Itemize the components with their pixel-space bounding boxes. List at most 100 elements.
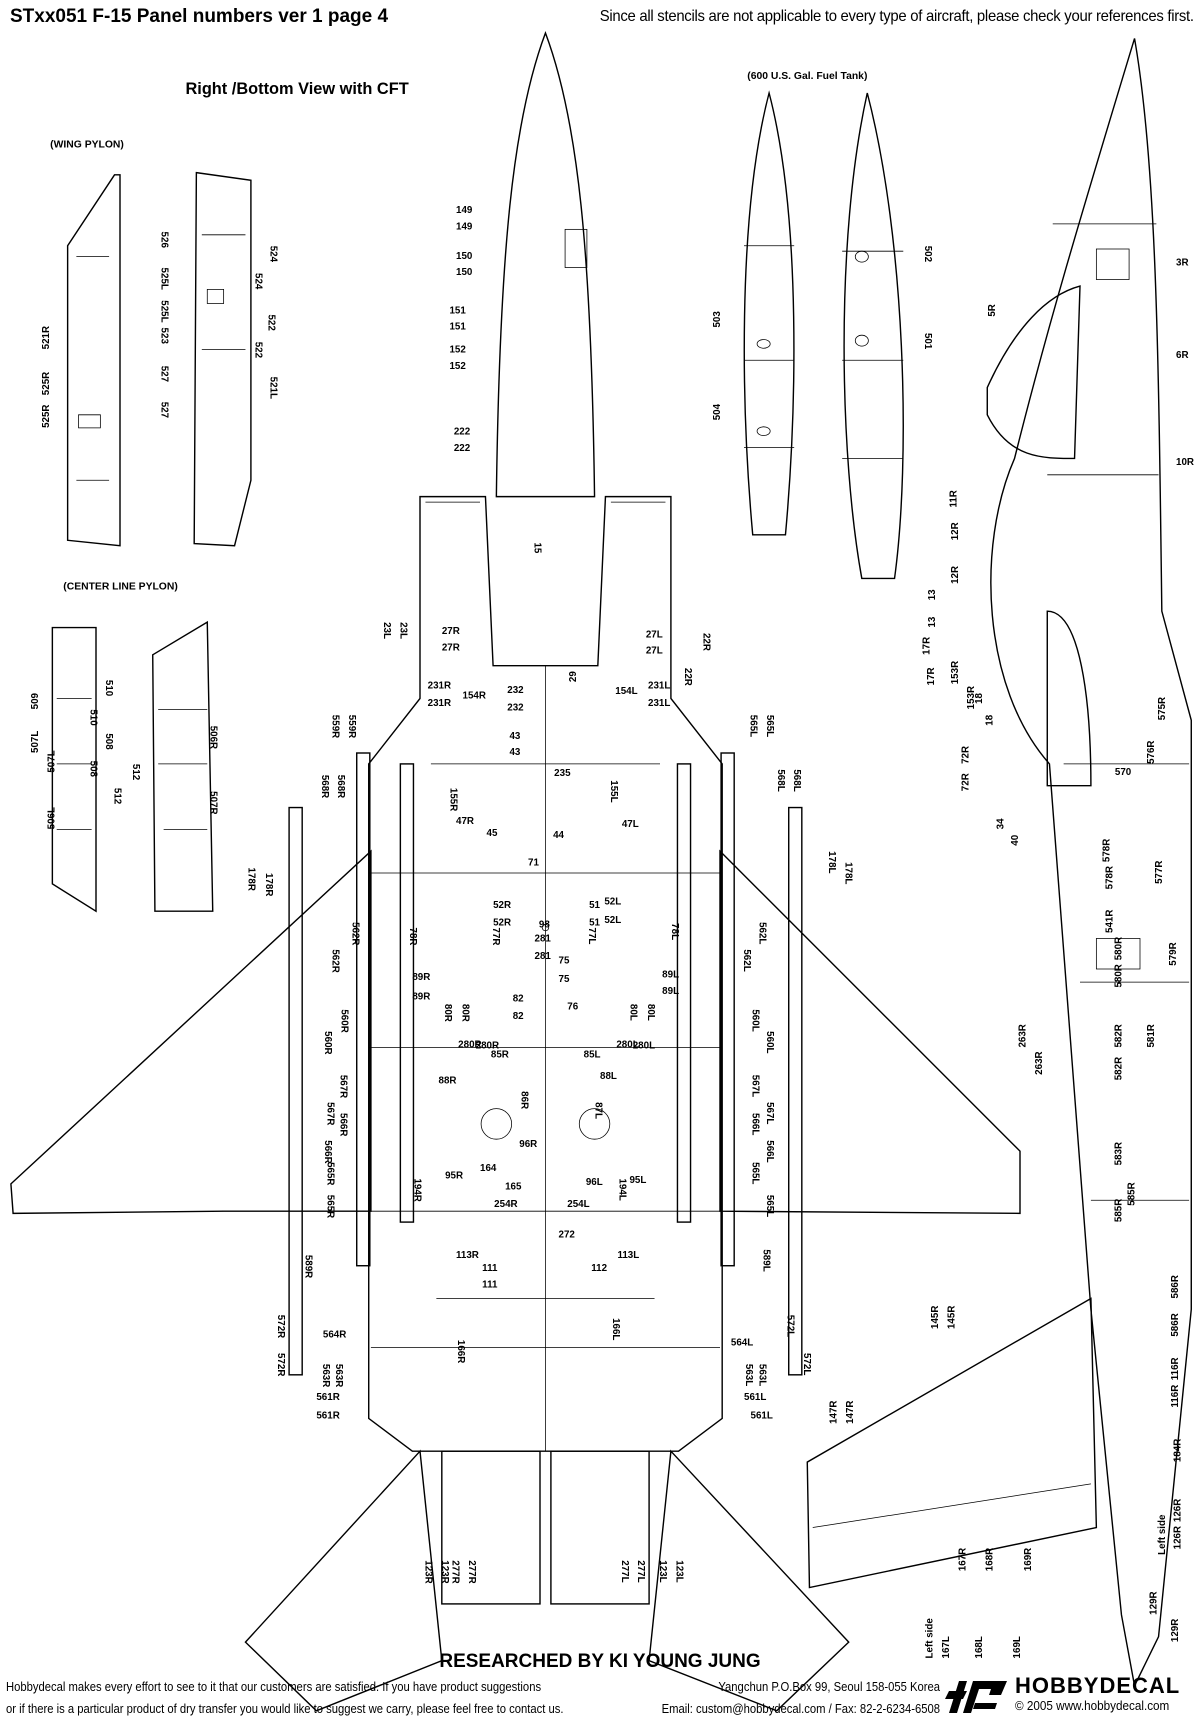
panel-number-label: 575R xyxy=(1157,697,1168,720)
panel-number-label: 154L xyxy=(615,686,637,697)
panel-number-label: 129R xyxy=(1148,1591,1159,1614)
copyright-url: © 2005 www.hobbydecal.com xyxy=(1015,1698,1170,1713)
panel-number-label: 585R xyxy=(1127,1182,1138,1205)
panel-number-label: 560L xyxy=(750,1009,761,1031)
panel-number-label: 43 xyxy=(509,731,520,742)
panel-number-label: 567R xyxy=(324,1102,335,1125)
panel-number-label: 566L xyxy=(750,1113,761,1135)
panel-number-label: 155R xyxy=(448,788,459,811)
panel-number-label: 80L xyxy=(645,1004,656,1021)
panel-number-label: 126R xyxy=(1172,1499,1183,1522)
panel-number-label: 280R xyxy=(458,1040,481,1051)
panel-number-label: 589L xyxy=(761,1249,772,1271)
panel-number-label: 508 xyxy=(88,761,99,778)
panel-number-label: 12R xyxy=(950,566,961,584)
panel-number-label: 277L xyxy=(619,1560,630,1582)
hobbydecal-logo: HOBBYDECAL © 2005 www.hobbydecal.com xyxy=(945,1673,1195,1718)
panel-number-label: 524 xyxy=(268,246,279,263)
panel-number-label: 178L xyxy=(826,851,837,873)
panel-number-label: 280L xyxy=(633,1041,655,1052)
panel-number-label: 572R xyxy=(275,1315,286,1338)
main-view-heading: Right /Bottom View with CFT xyxy=(185,80,408,98)
panel-number-label: 281 xyxy=(535,934,552,945)
panel-number-label: 75 xyxy=(559,956,570,967)
researcher-credit: RESEARCHED BY KI YOUNG JUNG xyxy=(439,1651,761,1672)
panel-number-label: 501 xyxy=(922,333,933,350)
panel-number-label: 150 xyxy=(456,251,473,262)
panel-number-label: 27L xyxy=(646,629,663,640)
panel-number-label: 150 xyxy=(456,267,473,278)
panel-number-label: 527 xyxy=(158,402,169,419)
panel-number-label: 586R xyxy=(1170,1313,1181,1336)
footer-note: Hobbydecal makes every effort to see to … xyxy=(6,1676,636,1720)
panel-number-label: 3R xyxy=(1176,257,1189,268)
panel-number-label: 168L xyxy=(974,1636,985,1658)
panel-number-label: 567L xyxy=(764,1102,775,1124)
aircraft-side-view xyxy=(806,38,1192,1688)
panel-number-label: 95R xyxy=(445,1170,463,1181)
panel-number-label: 572R xyxy=(275,1353,286,1376)
panel-number-label: 89L xyxy=(662,970,679,981)
panel-number-label: 559R xyxy=(346,715,357,738)
panel-number-label: 566R xyxy=(337,1113,348,1136)
panel-number-label: 277R xyxy=(450,1560,461,1583)
panel-number-label: 18 xyxy=(985,714,996,725)
panel-number-label: 231L xyxy=(648,698,670,709)
panel-number-label: 123R xyxy=(439,1560,450,1583)
panel-number-label: 45 xyxy=(487,828,498,839)
panel-number-label: 147R xyxy=(829,1400,840,1423)
panel-number-label: 10R xyxy=(1176,457,1194,468)
panel-number-label: 512 xyxy=(112,788,123,805)
panel-number-label: 113R xyxy=(456,1250,479,1261)
panel-number-label: 169R xyxy=(1023,1548,1034,1571)
panel-number-label: 565L xyxy=(764,1195,775,1217)
brand-name: HOBBYDECAL xyxy=(1015,1673,1181,1698)
panel-number-label: 580R xyxy=(1113,964,1124,987)
panel-number-label: 564L xyxy=(731,1337,753,1348)
panel-number-label: 95L xyxy=(629,1175,646,1186)
panel-number-label: 27L xyxy=(646,646,663,657)
panel-number-label: 254R xyxy=(494,1199,517,1210)
panel-number-label: 231R xyxy=(428,681,451,692)
panel-number-label: 17R xyxy=(926,667,937,685)
panel-number-label: 87L xyxy=(593,1102,604,1119)
panel-number-label: 77L xyxy=(586,928,597,945)
panel-number-label: 153R xyxy=(950,661,961,684)
panel-number-label: 526 xyxy=(158,232,169,249)
panel-number-label: 98 xyxy=(539,920,550,931)
panel-number-label: 562L xyxy=(756,922,767,944)
panel-number-label: 506R xyxy=(208,726,219,749)
panel-number-label: 111 xyxy=(482,1263,498,1274)
panel-number-label: 507L xyxy=(47,750,58,772)
panel-number-label: 567L xyxy=(750,1075,761,1097)
panel-number-label: 561L xyxy=(744,1392,766,1403)
footer-note-line1: Hobbydecal makes every effort to see to … xyxy=(6,1680,542,1694)
panel-number-label: 561L xyxy=(751,1410,773,1421)
panel-number-label: 502 xyxy=(922,246,933,263)
panel-number-label: 52L xyxy=(604,915,621,926)
panel-number-label: 147R xyxy=(845,1400,856,1423)
panel-number-label: 11R xyxy=(949,490,960,507)
panel-number-label: 560R xyxy=(338,1009,349,1032)
panel-number-label: 112 xyxy=(591,1263,607,1274)
fuel-tank-drawing xyxy=(743,90,904,580)
panel-number-label: 6R xyxy=(1176,350,1189,361)
panel-number-label: 116R xyxy=(1170,1357,1181,1380)
panel-number-label: 280L xyxy=(616,1040,638,1051)
panel-number-label: 222 xyxy=(454,426,471,437)
panel-number-label: 129R xyxy=(1170,1619,1181,1642)
aircraft-bottom-view xyxy=(10,30,1021,1712)
panel-number-label: 566L xyxy=(764,1140,775,1162)
panel-number-label: 194L xyxy=(617,1178,628,1200)
footer-address: Yangchun P.O.Box 99, Seoul 158-055 Korea xyxy=(718,1680,940,1694)
panel-number-label: 512 xyxy=(130,764,141,781)
panel-number-label: 564R xyxy=(323,1330,346,1341)
panel-number-label: 47R xyxy=(456,816,474,827)
panel-number-label: 522 xyxy=(252,342,263,359)
panel-number-label: 72R xyxy=(961,773,972,791)
panel-number-label: 522 xyxy=(265,314,276,331)
panel-number-label: 80R xyxy=(460,1004,471,1022)
panel-number-label: 524 xyxy=(252,273,263,290)
panel-number-label: Left side xyxy=(1157,1514,1168,1555)
panel-number-label: 254L xyxy=(567,1199,589,1210)
